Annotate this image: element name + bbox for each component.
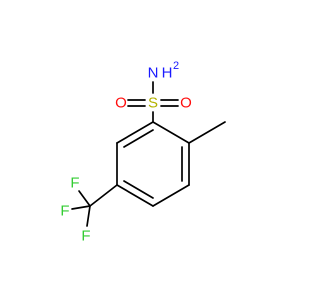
oxygen-right-label: O	[180, 95, 192, 112]
fluorine-bottom-bond	[86, 205, 91, 227]
molecule-structure-diagram: N H 2 S O O F F F	[60, 60, 226, 245]
fluorine-left-bond	[71, 205, 91, 210]
ring-bond-c3-c4	[152, 184, 190, 207]
amine-hydrogen-label: H	[162, 65, 173, 82]
ring-bond-c4-c5	[116, 184, 154, 207]
fluorine-left-label: F	[60, 203, 69, 220]
fluorine-top-label: F	[70, 175, 79, 192]
ring-bond-c6-c1-inner	[123, 129, 154, 148]
ring-bond-c4-c5-inner	[123, 180, 154, 199]
ring-cf3-bond	[89, 184, 118, 207]
amine-hydrogen-subscript: 2	[173, 60, 179, 72]
nitrogen-label: N	[148, 65, 159, 82]
ring-bond-c6-c1	[116, 121, 154, 144]
fluorine-bottom-label: F	[81, 228, 90, 245]
fluorine-top-bond	[78, 190, 91, 207]
methyl-bond	[188, 121, 226, 144]
oxygen-left-label: O	[115, 95, 127, 112]
sulfur-label: S	[148, 95, 158, 112]
ring-bond-c1-c2	[152, 121, 190, 144]
